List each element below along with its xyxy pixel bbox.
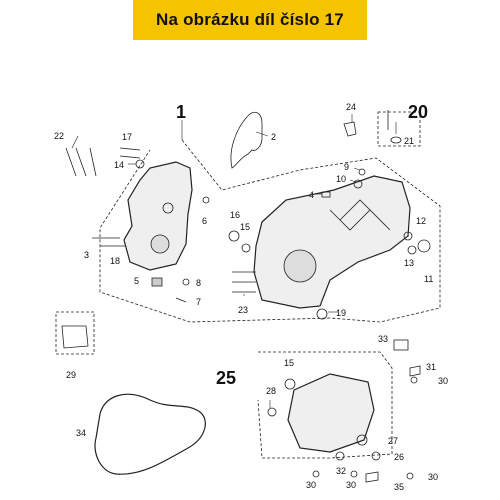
callout-12: 12 <box>416 216 426 226</box>
crankcase-right-ribs <box>329 199 391 231</box>
oring-21 <box>390 136 402 144</box>
gasket-2 <box>230 111 263 169</box>
callout-14: 14 <box>114 160 124 170</box>
callout-32: 32 <box>336 466 346 476</box>
group1-outline <box>99 139 441 323</box>
bolt-22a <box>65 147 77 177</box>
washer-30a <box>410 376 418 384</box>
bolt-22b <box>75 147 87 177</box>
callout-35: 35 <box>394 482 404 492</box>
part-33 <box>393 339 409 351</box>
callout-25: 25 <box>216 368 236 388</box>
bolt-17b <box>119 155 141 159</box>
part-31 <box>409 365 421 377</box>
callout-30-b: 30 <box>428 472 438 482</box>
callout-28: 28 <box>266 386 276 396</box>
seal-19 <box>316 308 328 320</box>
callout-24: 24 <box>346 102 356 112</box>
seal-28 <box>267 407 277 417</box>
callout-labels: 1 2 3 4 5 6 7 8 9 10 11 12 13 14 15 15 1… <box>54 102 448 492</box>
seal-15b <box>284 378 296 390</box>
callout-6: 6 <box>202 216 207 226</box>
callout-1: 1 <box>176 102 186 122</box>
callout-23: 23 <box>238 305 248 315</box>
callout-8: 8 <box>196 278 201 288</box>
group25-outline <box>257 351 393 459</box>
callout-4: 4 <box>309 190 314 200</box>
pin-4 <box>321 191 331 198</box>
callout-22: 22 <box>54 131 64 141</box>
screw-7 <box>175 297 187 303</box>
callout-3: 3 <box>84 250 89 260</box>
seal-32 <box>335 451 345 461</box>
callout-19: 19 <box>336 308 346 318</box>
callout-31: 31 <box>426 362 436 372</box>
callout-5: 5 <box>134 276 139 286</box>
seal-10 <box>353 179 363 189</box>
title-text: Na obrázku díl číslo 17 <box>156 10 344 29</box>
callout-16: 16 <box>230 210 240 220</box>
crankcase-left-hole <box>162 202 174 214</box>
callout-30-c: 30 <box>306 480 316 490</box>
bolt-17a <box>119 147 141 151</box>
seal-26 <box>371 451 381 461</box>
washer-30d <box>350 470 358 478</box>
part-35 <box>365 471 379 483</box>
bolt-22c <box>89 147 97 177</box>
title-banner: Na obrázku díl číslo 17 <box>133 0 367 40</box>
crankcase-right-fan <box>283 249 317 283</box>
seal-11 <box>417 239 431 253</box>
washer-30b <box>406 472 414 480</box>
group29-outline <box>55 311 95 355</box>
crankcase-left <box>123 161 193 271</box>
callout-29: 29 <box>66 370 76 380</box>
callout-20: 20 <box>408 102 428 122</box>
washer-30c <box>312 470 320 478</box>
cover-25 <box>287 373 375 453</box>
crankcase-right <box>253 175 411 309</box>
callout-7: 7 <box>196 297 201 307</box>
callout-30-d: 30 <box>346 480 356 490</box>
callout-33: 33 <box>378 334 388 344</box>
callout-15-lower: 15 <box>284 358 294 368</box>
callout-21: 21 <box>404 136 414 146</box>
callout-34: 34 <box>76 428 86 438</box>
seal-9 <box>358 168 366 176</box>
callout-11: 11 <box>424 274 433 284</box>
callout-26: 26 <box>394 452 404 462</box>
callout-10: 10 <box>336 174 346 184</box>
group20-outline <box>377 111 421 147</box>
pin-6 <box>202 196 210 204</box>
crankcase-left-bore <box>150 234 170 254</box>
callout-15-upper: 15 <box>240 222 250 232</box>
bracket-24 <box>343 121 357 137</box>
callout-2: 2 <box>271 132 276 142</box>
plug-5 <box>151 277 163 287</box>
seal-15 <box>241 243 251 253</box>
nut-8 <box>182 278 190 286</box>
seal-27 <box>356 434 368 446</box>
gasket-34 <box>94 393 206 475</box>
callout-13: 13 <box>404 258 414 268</box>
callout-27: 27 <box>388 436 398 446</box>
leader-lines <box>71 114 397 408</box>
gasket-29 <box>61 325 89 349</box>
seal-14 <box>135 159 145 169</box>
callout-30-a: 30 <box>438 376 448 386</box>
callout-9: 9 <box>344 162 349 172</box>
callout-17: 17 <box>122 132 132 142</box>
seal-12 <box>403 231 413 241</box>
seal-16 <box>228 230 240 242</box>
callout-18: 18 <box>110 256 120 266</box>
seal-13 <box>407 245 417 255</box>
